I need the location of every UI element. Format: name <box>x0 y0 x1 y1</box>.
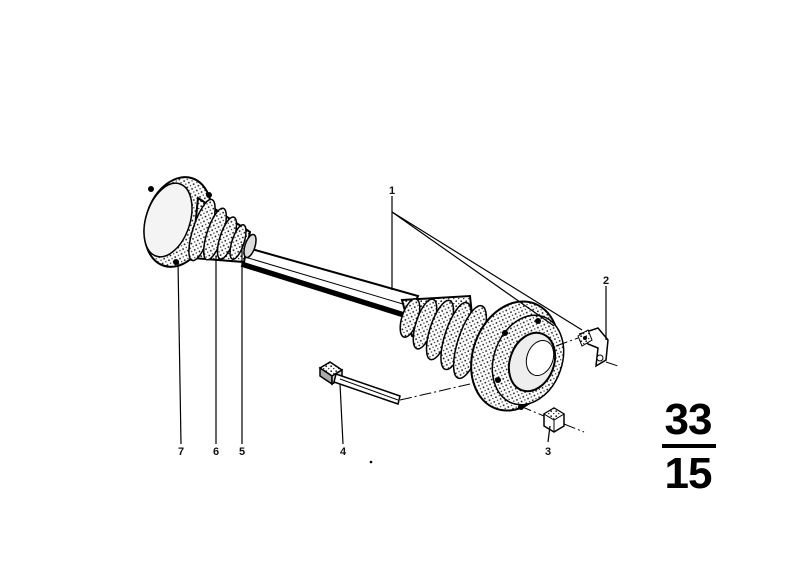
callout-5: 5 <box>239 446 245 458</box>
right-boot <box>399 294 488 380</box>
callout-2: 2 <box>603 275 609 287</box>
section-number-bottom: 15 <box>664 449 713 498</box>
callout-7: 7 <box>178 446 184 458</box>
callout-6: 6 <box>213 446 219 458</box>
section-number-top: 33 <box>664 395 713 444</box>
callout-1: 1 <box>389 185 395 197</box>
lock-plate <box>577 327 609 368</box>
callout-3: 3 <box>545 446 551 458</box>
section-divider <box>662 444 716 448</box>
leader-lines <box>177 196 607 445</box>
nut <box>543 407 565 433</box>
callout-4: 4 <box>340 446 347 458</box>
left-boot <box>188 196 257 264</box>
assembly-lines <box>399 337 619 433</box>
right-cv-joint <box>470 300 565 412</box>
bolt <box>318 361 401 405</box>
stray-dot <box>369 460 373 464</box>
